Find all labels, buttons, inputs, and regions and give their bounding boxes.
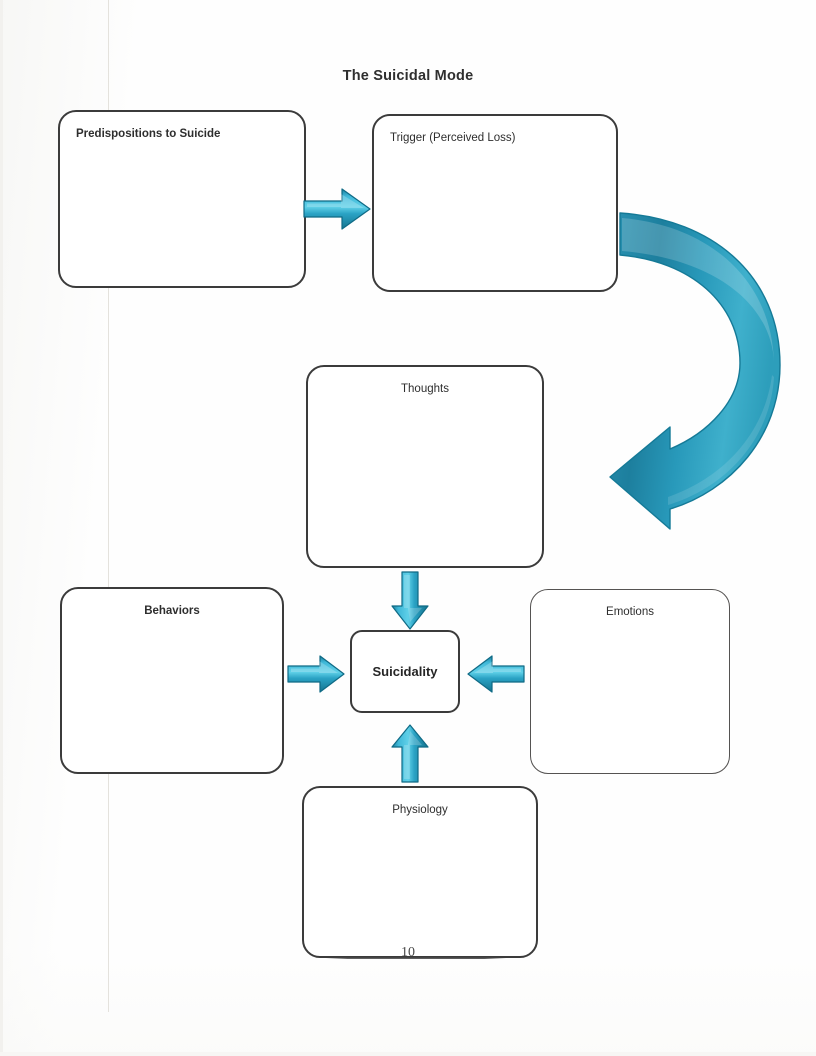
node-emotions[interactable]: Emotions [530, 589, 730, 774]
node-trigger-perceived-loss[interactable]: Trigger (Perceived Loss) [372, 114, 618, 292]
page-number: 10 [401, 945, 415, 960]
arrow-trigger-to-thoughts-curved-icon [604, 205, 794, 535]
node-predispositions-to-suicide[interactable]: Predispositions to Suicide [58, 110, 306, 288]
node-label-behaviors: Behaviors [144, 605, 200, 617]
arrow-behaviors-to-suicidality-icon [286, 653, 346, 695]
node-label-thoughts: Thoughts [401, 383, 449, 395]
page-margin-line [108, 0, 109, 1012]
scan-edge-bottom [0, 1052, 816, 1056]
node-label-physiology: Physiology [392, 804, 448, 816]
arrow-thoughts-to-suicidality-icon [390, 570, 430, 632]
node-thoughts[interactable]: Thoughts [306, 365, 544, 568]
scan-edge-left [0, 0, 3, 1056]
arrow-physiology-to-suicidality-icon [390, 722, 430, 784]
node-label-trigger: Trigger (Perceived Loss) [390, 132, 516, 144]
arrow-predispositions-to-trigger-icon [302, 186, 372, 232]
page-title: The Suicidal Mode [342, 68, 474, 84]
node-label-predispositions: Predispositions to Suicide [76, 128, 221, 140]
node-behaviors[interactable]: Behaviors [60, 587, 284, 774]
arrow-emotions-to-suicidality-icon [466, 653, 526, 695]
page-fold-line [326, 957, 506, 959]
node-physiology[interactable]: Physiology [302, 786, 538, 958]
node-label-emotions: Emotions [606, 606, 654, 618]
node-suicidality[interactable]: Suicidality [350, 630, 460, 713]
node-label-suicidality: Suicidality [372, 664, 438, 679]
